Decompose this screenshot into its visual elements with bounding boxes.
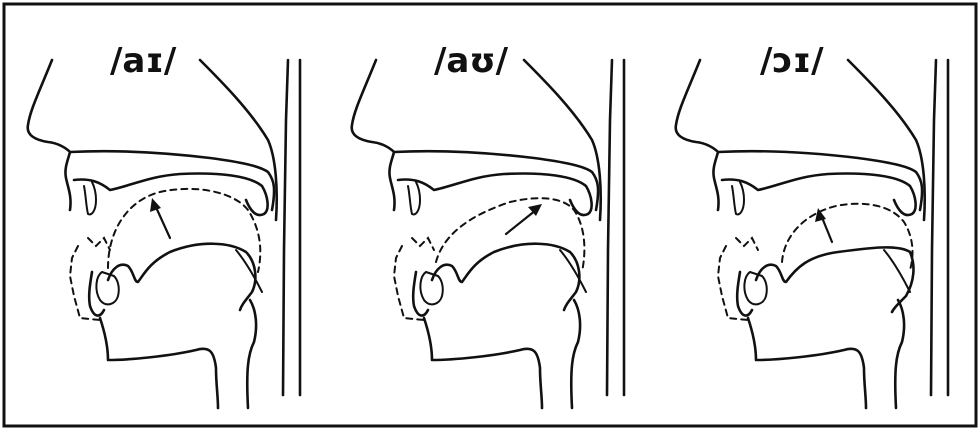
jaw-outline-oi [718,246,748,320]
target-tongue-ai [108,189,260,272]
jaw-outline-ai [70,246,100,320]
panel-label-au: /aʊ/ [434,41,509,81]
movement-arrow-ai [155,205,170,238]
movement-arrow-au [506,210,536,234]
target-tongue-oi [782,204,912,270]
panel-ai: /aɪ/ [28,41,300,408]
target-tongue-au [436,198,584,272]
tongue-ai [108,244,255,310]
tongue-au [432,244,579,310]
panel-label-oi: /ɔɪ/ [760,41,824,81]
panel-au: /aʊ/ [352,41,624,408]
panel-label-ai: /aɪ/ [110,41,177,81]
panel-oi: /ɔɪ/ [676,41,948,408]
jaw-outline-au [394,246,424,320]
